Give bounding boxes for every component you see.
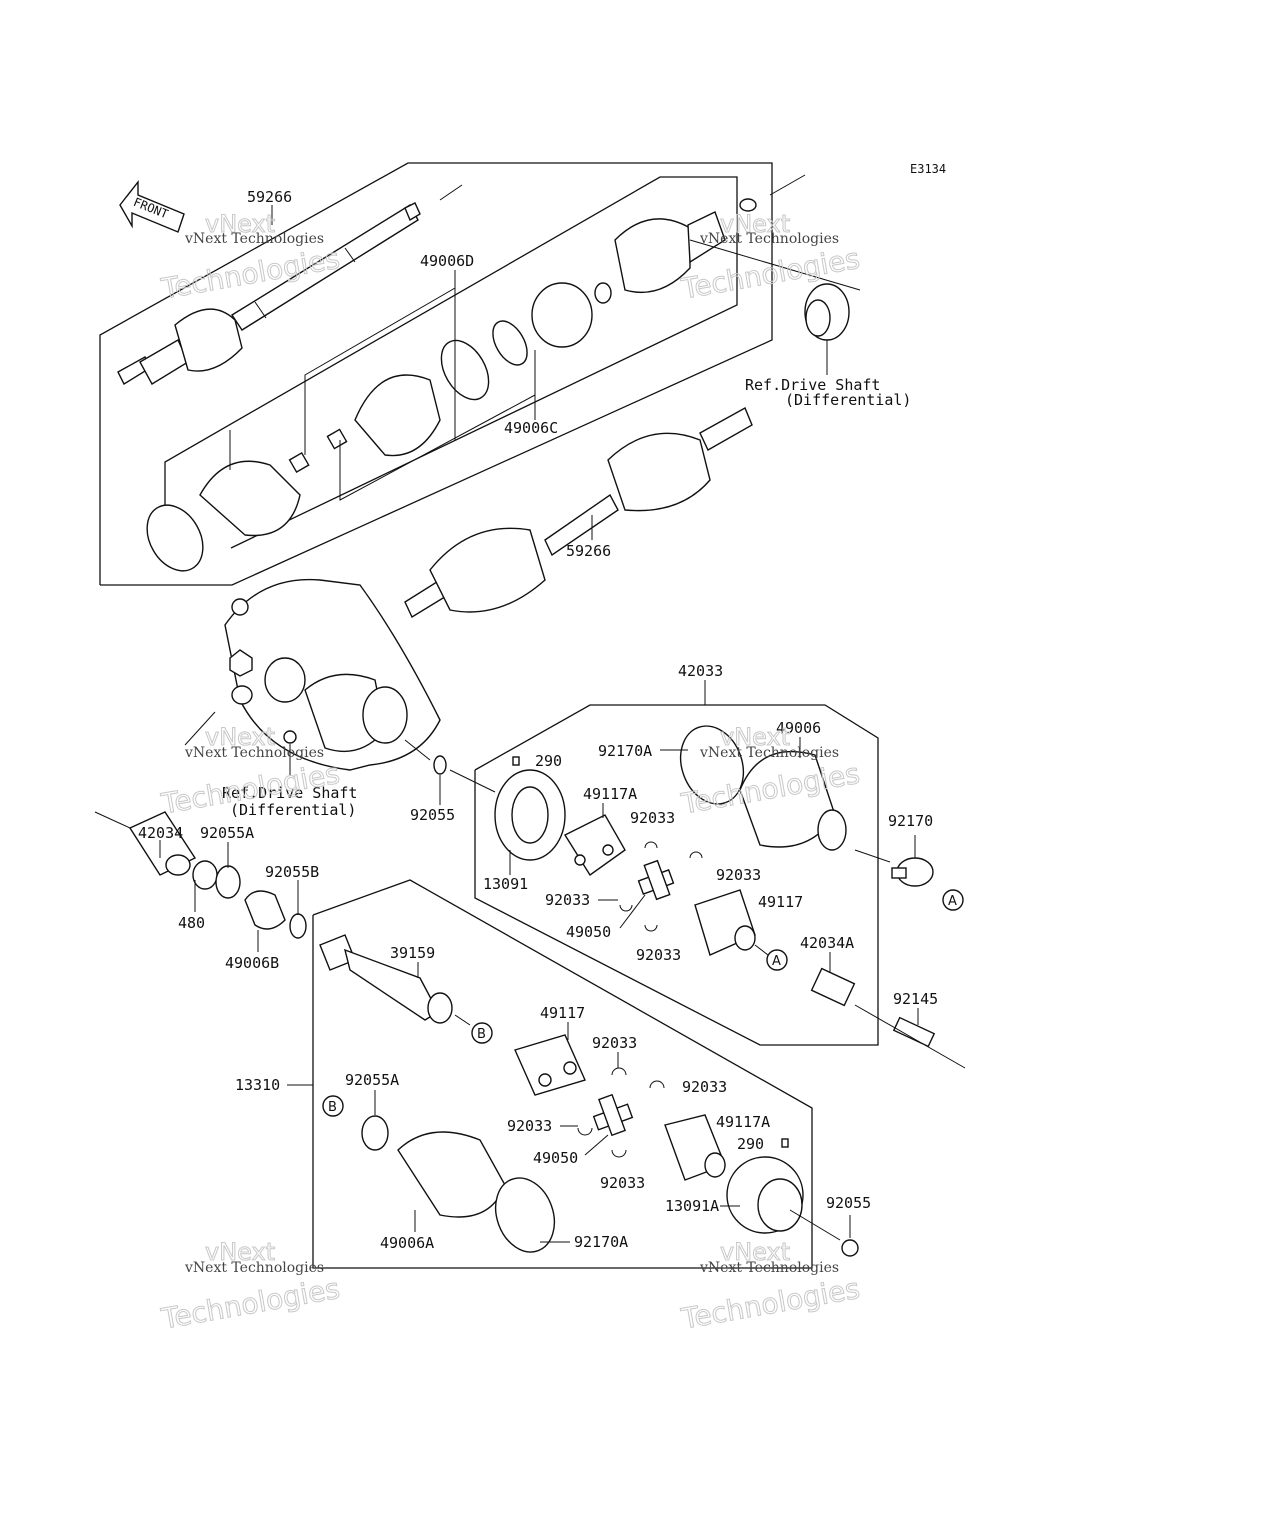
spring-92145 <box>854 1004 966 1069</box>
svg-text:B: B <box>328 1100 337 1115</box>
ref-drive-shaft-bottom-line1: Ref.Drive Shaft <box>222 784 357 802</box>
label-290-upper: 290 <box>535 752 562 770</box>
diagram-code: E3134 <box>910 162 946 176</box>
yoke-49117A-upper <box>563 814 626 877</box>
label-49006B: 49006B <box>225 954 279 972</box>
svg-text:vNext: vNext <box>720 1238 790 1266</box>
label-59266-mid: 59266 <box>566 542 611 560</box>
watermark-6: vNext Technologies vNext Technologies <box>678 1238 863 1337</box>
marker-a-right: A <box>942 889 964 911</box>
label-92033-2: 92033 <box>716 866 761 884</box>
differential-housing <box>184 578 441 775</box>
watermark-5: vNext Technologies vNext Technologies <box>158 1238 343 1337</box>
svg-text:vNext: vNext <box>205 1238 275 1266</box>
label-42033: 42033 <box>678 662 723 680</box>
svg-text:Technologies: Technologies <box>678 1272 862 1336</box>
label-92170A-upper: 92170A <box>598 742 652 760</box>
front-arrow-icon: FRONT <box>119 179 185 233</box>
label-480: 480 <box>178 914 205 932</box>
upper-boots <box>146 282 612 572</box>
label-13091A: 13091A <box>665 1197 719 1215</box>
watermark-1: vNext Technologies vNext Technologies <box>158 210 343 307</box>
label-92033-7: 92033 <box>507 1117 552 1135</box>
clamp-92170 <box>854 835 934 887</box>
yoke-49117-lower <box>514 1034 586 1096</box>
label-92033-3: 92033 <box>545 891 590 909</box>
label-59266-top: 59266 <box>247 188 292 206</box>
label-92033-1: 92033 <box>630 809 675 827</box>
label-92033-4: 92033 <box>636 946 681 964</box>
yoke-49117A-lower <box>664 1114 726 1181</box>
label-49117A-lower: 49117A <box>716 1113 770 1131</box>
label-13091: 13091 <box>483 875 528 893</box>
boot-49006A <box>397 1131 556 1253</box>
housing-13091A <box>726 1156 841 1241</box>
o-ring-92055-upper <box>433 755 496 805</box>
label-290-lower: 290 <box>737 1135 764 1153</box>
ring-gear <box>804 283 850 375</box>
o-ring-92055-lower <box>841 1215 859 1257</box>
label-92055-lower: 92055 <box>826 1194 871 1212</box>
pin-290-lower <box>781 1138 789 1148</box>
svg-text:vNext Technologies: vNext Technologies <box>184 745 324 761</box>
label-92033-5: 92033 <box>592 1034 637 1052</box>
label-13310: 13310 <box>235 1076 280 1094</box>
stub-42034A <box>810 967 856 1007</box>
marker-b-lower: B <box>322 1095 344 1117</box>
svg-text:A: A <box>772 954 781 969</box>
label-49006C: 49006C <box>504 419 558 437</box>
svg-text:vNext Technologies: vNext Technologies <box>699 231 839 247</box>
label-49050-upper: 49050 <box>566 923 611 941</box>
svg-text:vNext: vNext <box>720 210 790 238</box>
label-49117-lower: 49117 <box>540 1004 585 1022</box>
spider-49050-upper <box>619 841 703 932</box>
label-49050-lower: 49050 <box>533 1149 578 1167</box>
label-92055A-left: 92055A <box>200 824 254 842</box>
marker-a-center: A <box>754 944 788 971</box>
label-92170A-lower: 92170A <box>574 1233 628 1251</box>
shaft-39159 <box>319 934 471 1026</box>
ring-92055A-lower <box>361 1090 389 1151</box>
boot-49006 <box>679 725 847 851</box>
front-drive-shaft-middle <box>404 407 753 619</box>
front-drive-shaft-top <box>117 184 463 385</box>
svg-text:vNext Technologies: vNext Technologies <box>184 1260 324 1276</box>
housing-13091 <box>494 756 566 861</box>
label-49117-upper: 49117 <box>758 893 803 911</box>
label-92055B: 92055B <box>265 863 319 881</box>
label-92055-upper: 92055 <box>410 806 455 824</box>
label-49006D: 49006D <box>420 252 474 270</box>
label-42034A: 42034A <box>800 934 854 952</box>
svg-text:vNext Technologies: vNext Technologies <box>699 1260 839 1276</box>
label-39159: 39159 <box>390 944 435 962</box>
yoke-49117-upper <box>694 889 756 956</box>
ref-drive-shaft-top-line2: (Differential) <box>785 391 911 409</box>
label-92170: 92170 <box>888 812 933 830</box>
label-92055A-lower: 92055A <box>345 1071 399 1089</box>
outer-cv-joint <box>614 174 861 294</box>
ref-drive-shaft-top-line1: Ref.Drive Shaft <box>745 376 880 394</box>
svg-text:B: B <box>477 1027 486 1042</box>
label-92033-6: 92033 <box>682 1078 727 1096</box>
marker-b-upper: B <box>471 1022 493 1044</box>
svg-text:vNext Technologies: vNext Technologies <box>699 745 839 761</box>
svg-text:A: A <box>948 894 957 909</box>
upper-assembly-frame <box>99 162 773 586</box>
svg-text:vNext: vNext <box>205 210 275 238</box>
svg-text:Technologies: Technologies <box>158 1272 342 1336</box>
label-42034: 42034 <box>138 824 183 842</box>
svg-text:vNext: vNext <box>720 723 790 751</box>
svg-text:vNext: vNext <box>205 723 275 751</box>
svg-text:vNext Technologies: vNext Technologies <box>184 231 324 247</box>
label-49117A-upper: 49117A <box>583 785 637 803</box>
ref-drive-shaft-bottom-line2: (Differential) <box>230 801 356 819</box>
label-92145: 92145 <box>893 990 938 1008</box>
spider-49050-lower <box>577 1067 665 1158</box>
label-49006A: 49006A <box>380 1234 434 1252</box>
label-49006: 49006 <box>776 719 821 737</box>
label-92033-8: 92033 <box>600 1174 645 1192</box>
